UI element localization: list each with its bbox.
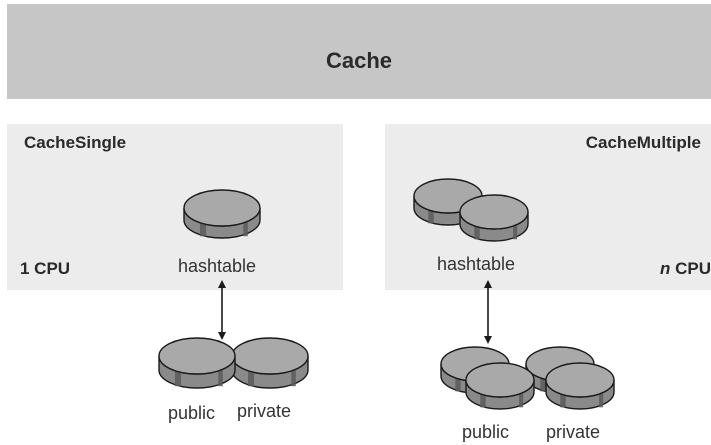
multiple-hashtable-label: hashtable: [437, 254, 516, 274]
cache-banner: Cache: [7, 4, 711, 99]
single-private-disk: [231, 337, 309, 389]
cache-title: Cache: [325, 48, 393, 73]
multiple-private-label: private: [546, 422, 601, 442]
single-hashtable-disk: [183, 189, 261, 239]
cache-single-panel: [7, 124, 343, 290]
single-hashtable-label: hashtable: [178, 256, 257, 276]
multiple-private-disk-front: [545, 362, 615, 410]
multiple-cpu-count: n: [659, 259, 671, 278]
single-public-label: public: [168, 403, 216, 423]
single-private-label: private: [237, 401, 292, 421]
multiple-hashtable-disk-front: [459, 194, 529, 242]
single-public-disk: [158, 337, 236, 389]
multiple-cpu-text: CPU: [670, 259, 711, 278]
single-cpu-label: 1 CPU: [20, 259, 71, 278]
multiple-cpu-label: n CPU: [660, 259, 711, 279]
cache-multiple-title: CacheMultiple: [585, 133, 701, 152]
multiple-public-label: public: [462, 422, 510, 442]
cache-single-title: CacheSingle: [24, 133, 127, 152]
multiple-public-disk-front: [465, 362, 535, 410]
